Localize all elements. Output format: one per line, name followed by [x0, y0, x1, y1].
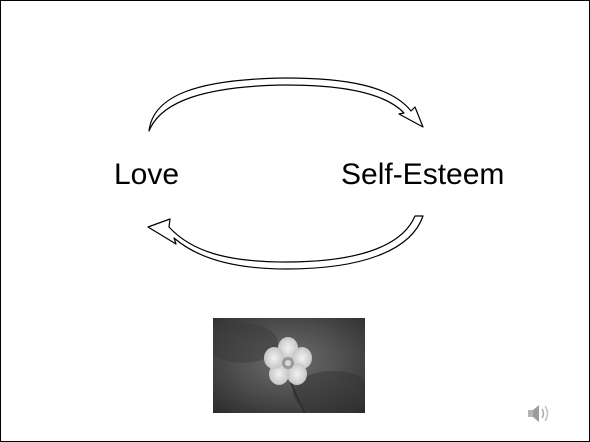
flower — [264, 337, 312, 385]
self-esteem-label: Self-Esteem — [341, 158, 505, 191]
arrow-bottom — [147, 215, 424, 270]
speaker-icon[interactable] — [525, 401, 553, 425]
love-label: Love — [114, 158, 180, 191]
arrow-top — [148, 77, 424, 132]
flower-photo — [213, 318, 365, 413]
